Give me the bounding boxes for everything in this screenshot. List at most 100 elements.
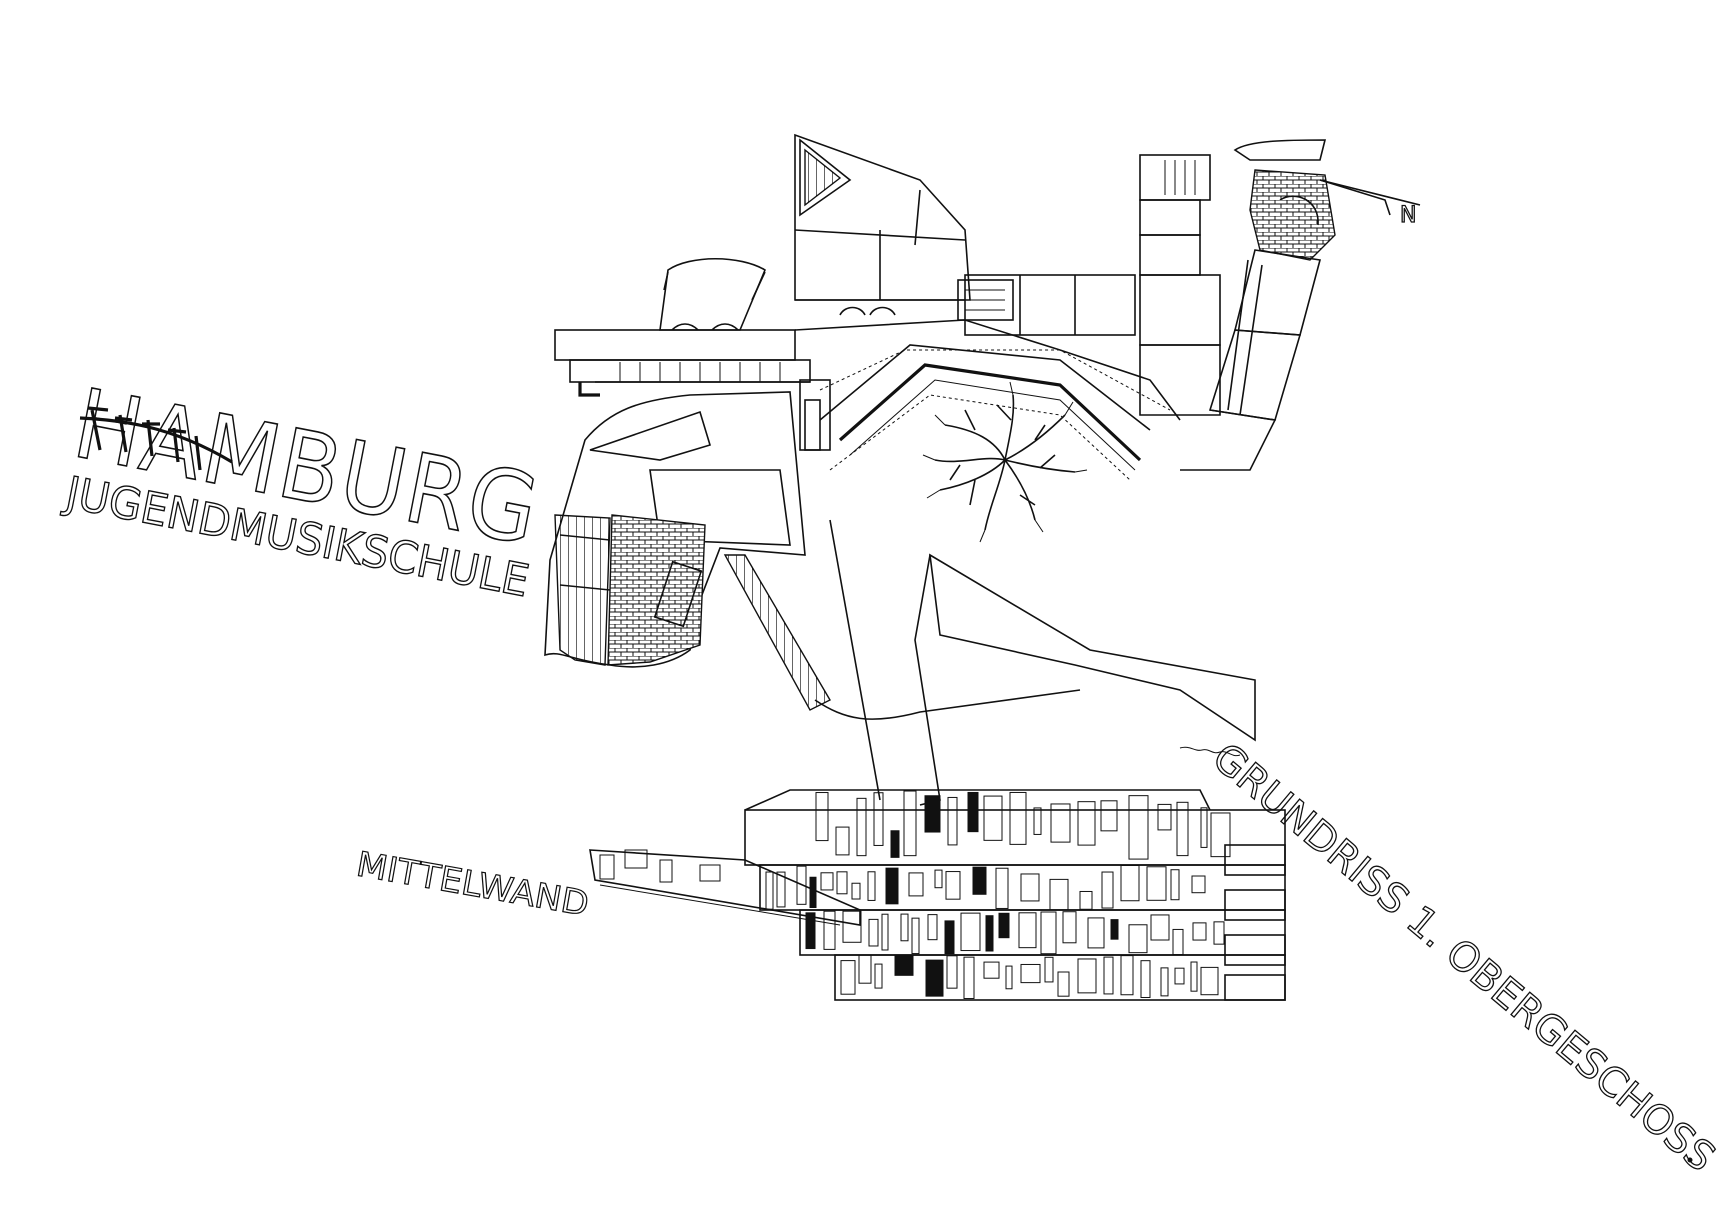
- wall-bar: [1062, 911, 1077, 944]
- wall-bar: [967, 791, 979, 833]
- wall-label: MITTELWAND: [353, 844, 591, 924]
- wall-bar: [894, 954, 914, 976]
- wall-bar: [900, 913, 909, 942]
- wall-elevation: MITTELWAND: [353, 789, 1286, 1001]
- wall-bar: [1044, 956, 1054, 983]
- wall-bar: [856, 797, 867, 857]
- wall-bar: [885, 867, 899, 905]
- title-scribble: [79, 406, 233, 471]
- wall-bar: [946, 955, 958, 989]
- wall-bar: [1057, 971, 1070, 997]
- wall-bar: [873, 792, 884, 846]
- wall-bar: [1040, 911, 1057, 955]
- wall-bar: [867, 871, 876, 901]
- wall-bar: [624, 849, 648, 869]
- wall-bar: [835, 826, 850, 856]
- wall-bar: [1176, 801, 1189, 857]
- wall-bar: [1020, 963, 1041, 984]
- wall-bar: [925, 959, 944, 997]
- wall-bar: [903, 790, 917, 857]
- wall-bar: [1110, 919, 1119, 940]
- wall-bar: [805, 912, 816, 950]
- wall-bar: [836, 871, 848, 895]
- signature-scribble: [1179, 746, 1241, 757]
- wall-bar: [983, 795, 1003, 841]
- wall-bar: [924, 795, 941, 833]
- wall-bar: [1190, 961, 1198, 992]
- wall-bar-pattern: [599, 790, 1231, 1000]
- wall-bar: [1005, 965, 1013, 990]
- wall-bar: [1170, 869, 1180, 901]
- wall-bar: [908, 872, 924, 897]
- wall-bar: [1103, 956, 1114, 995]
- wall-bar: [972, 866, 987, 895]
- wall-bar: [1192, 922, 1207, 941]
- wall-bar: [934, 869, 943, 889]
- wall-bar: [1140, 960, 1151, 998]
- courtyard-tree: [922, 381, 1088, 543]
- wall-bar: [874, 963, 883, 989]
- wall-bar: [963, 956, 975, 1000]
- floor-plan-main: [544, 133, 1391, 806]
- paper-dot: [1687, 1157, 1693, 1163]
- wall-bar: [983, 961, 1000, 979]
- wall-bar: [842, 910, 862, 943]
- wall-bar: [927, 914, 938, 941]
- wall-bar: [985, 915, 994, 952]
- wall-bar: [776, 871, 786, 908]
- wall-bar: [1049, 878, 1069, 911]
- wall-bar: [820, 872, 834, 891]
- wall-bar: [1128, 924, 1148, 954]
- wall-bar: [881, 913, 889, 951]
- wall-bar: [659, 859, 673, 883]
- wall-bar: [995, 867, 1009, 909]
- wall-bar: [945, 871, 961, 900]
- wall-bar: [1191, 875, 1206, 894]
- wall-bar: [840, 960, 856, 995]
- wall-bar: [1018, 912, 1037, 949]
- wall-bar: [851, 882, 861, 900]
- wall-bar: [1200, 966, 1219, 996]
- wall-bar: [1079, 890, 1093, 910]
- wall-bar: [1087, 917, 1105, 949]
- wall-bar: [765, 871, 774, 910]
- wall-bar: [1101, 871, 1114, 909]
- wall-bar: [1050, 803, 1071, 843]
- wall-bar: [1120, 955, 1134, 996]
- wall-bar: [1120, 865, 1140, 902]
- wall-bar: [1128, 795, 1149, 860]
- wall-bar: [1200, 807, 1208, 848]
- wall-bar: [944, 920, 955, 955]
- title-block: HAMBURG JUGENDMUSIKSCHULE: [58, 367, 549, 608]
- wall-bar: [998, 912, 1010, 939]
- plan-label: GRUNDRISS 1. OBERGESCHOSS: [1203, 734, 1719, 1182]
- wall-bar: [960, 912, 981, 952]
- wall-bar: [1100, 800, 1118, 832]
- wall-bar: [1172, 928, 1184, 956]
- wall-bar: [1009, 791, 1027, 845]
- wall-bar: [1213, 921, 1225, 945]
- north-arrow: N: [1319, 179, 1421, 229]
- plan-label-text: GRUNDRISS 1. OBERGESCHOSS: [1204, 734, 1719, 1181]
- wall-bar: [796, 865, 807, 905]
- wall-bar: [699, 864, 721, 882]
- wall-bar: [1210, 812, 1231, 858]
- wall-bar: [1077, 958, 1097, 994]
- wall-bar: [1157, 803, 1172, 831]
- wall-bar: [809, 876, 817, 909]
- wall-bar: [823, 910, 836, 950]
- wall-bar: [858, 954, 872, 984]
- wall-bar: [1020, 873, 1040, 902]
- wall-bar: [1033, 807, 1042, 835]
- wall-bar: [947, 796, 958, 846]
- wall-bar: [868, 918, 879, 947]
- wall-bar: [911, 917, 920, 955]
- wall-bar: [890, 830, 900, 858]
- wall-bar: [1146, 866, 1167, 901]
- wall-bar: [1150, 914, 1170, 941]
- wall-bar: [599, 854, 615, 880]
- wall-bar: [1174, 967, 1185, 985]
- wall-bar: [815, 792, 829, 842]
- north-label: N: [1400, 203, 1416, 228]
